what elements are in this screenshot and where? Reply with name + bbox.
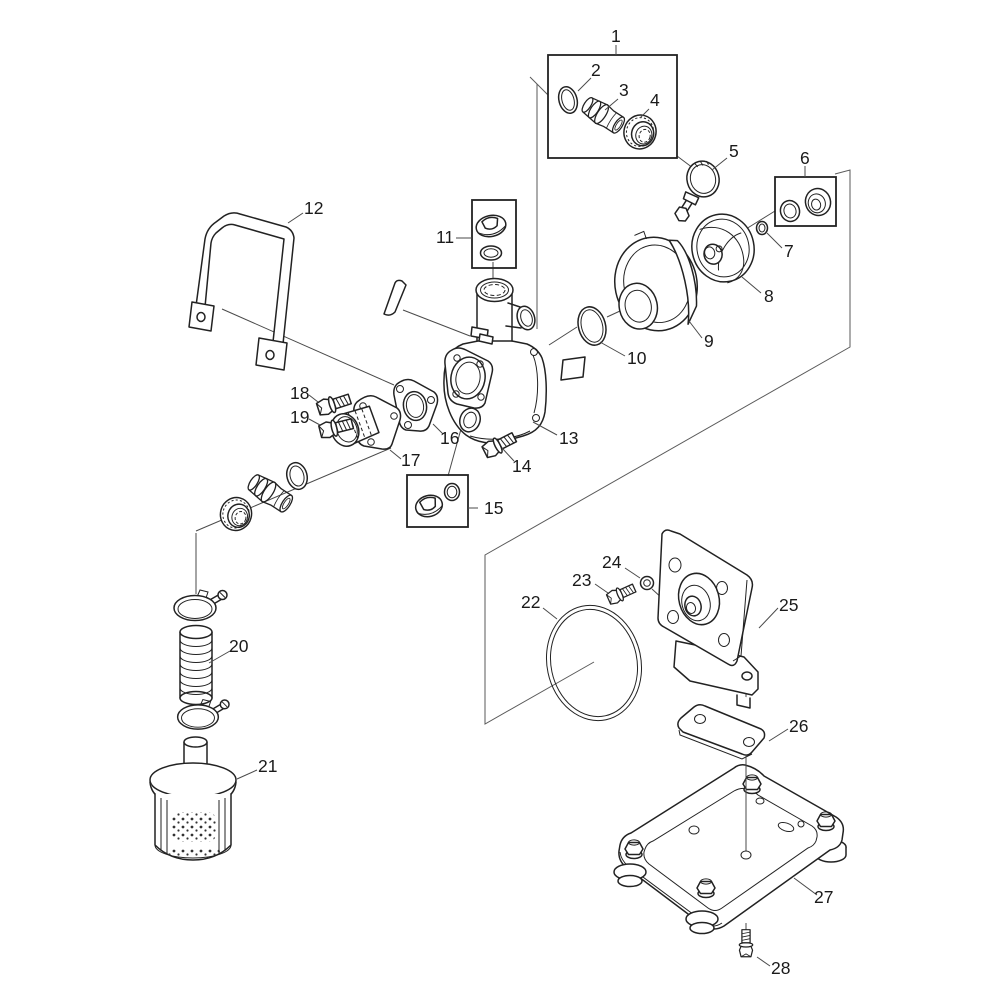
part-13-pump-housing	[443, 277, 586, 444]
part-label-4: 4	[650, 90, 660, 110]
part-label-19: 19	[290, 407, 309, 427]
part-11-oring	[479, 245, 503, 261]
part-label-9: 9	[704, 331, 714, 351]
part-label-22: 22	[521, 592, 540, 612]
part-label-8: 8	[764, 286, 774, 306]
part-16-gasket	[393, 378, 439, 432]
base-center-line	[740, 756, 752, 860]
part-label-25: 25	[779, 595, 798, 615]
suction-coupling-nut	[216, 493, 256, 535]
part-3-hose-nipple	[578, 93, 629, 137]
part-label-1: 1	[611, 26, 621, 46]
part-20-hose	[179, 624, 213, 706]
part-27-base-plate	[613, 764, 847, 935]
part-label-28: 28	[771, 958, 790, 978]
part-28-bolt	[738, 929, 754, 958]
part-2-oring	[557, 86, 579, 114]
part-21-strainer	[149, 736, 237, 861]
part-labels: 1 2 3 4 5 6 7 8 9 10 11 12 13 14 15 16 1…	[229, 26, 833, 978]
part-6-seal-cup	[779, 199, 801, 223]
part-24-washer	[639, 575, 655, 591]
part-11-priming-plug	[475, 214, 507, 238]
part-6-group-box	[774, 176, 837, 227]
part-11-group-box	[471, 199, 517, 269]
part-label-16: 16	[440, 428, 459, 448]
part-label-2: 2	[591, 60, 601, 80]
part-label-6: 6	[800, 148, 810, 168]
part-22-oring	[545, 604, 643, 722]
flag-marker	[383, 279, 407, 316]
part-5-hose-clamp	[674, 160, 720, 222]
part-1-group-box	[547, 54, 678, 159]
part-label-26: 26	[789, 716, 808, 736]
part-label-24: 24	[602, 552, 622, 572]
part-label-23: 23	[572, 570, 591, 590]
part-12-handle	[188, 212, 295, 371]
part-label-10: 10	[627, 348, 647, 368]
part-7-oring	[755, 220, 769, 236]
part-10-oring	[577, 306, 607, 346]
part-23-bolt	[605, 581, 638, 607]
part-6-seal-cap	[804, 187, 832, 217]
part-25-cover-bracket	[657, 529, 759, 709]
part-15-drain-plug	[414, 494, 444, 518]
suction-oring	[285, 461, 309, 491]
part-label-11: 11	[436, 227, 454, 247]
part-label-5: 5	[729, 141, 739, 161]
part-label-7: 7	[784, 241, 794, 261]
part-label-14: 14	[512, 456, 532, 476]
part-label-17: 17	[401, 450, 420, 470]
label-leader-lines	[208, 45, 818, 967]
part-label-27: 27	[814, 887, 833, 907]
part-8-impeller	[691, 213, 755, 284]
part-label-3: 3	[619, 80, 629, 100]
part-label-13: 13	[559, 428, 578, 448]
part-label-18: 18	[290, 383, 309, 403]
part-label-15: 15	[484, 498, 503, 518]
part-label-21: 21	[258, 756, 277, 776]
part-15-oring	[443, 482, 461, 502]
part-9-pump-casing	[613, 230, 699, 332]
part-15-group-box	[406, 474, 469, 528]
nameplate-tag	[560, 356, 586, 381]
part-26-plate	[677, 703, 766, 760]
part-label-20: 20	[229, 636, 249, 656]
part-label-12: 12	[304, 198, 323, 218]
hose-clamp-upper	[173, 589, 228, 622]
assembly-plane-lines	[484, 76, 851, 725]
